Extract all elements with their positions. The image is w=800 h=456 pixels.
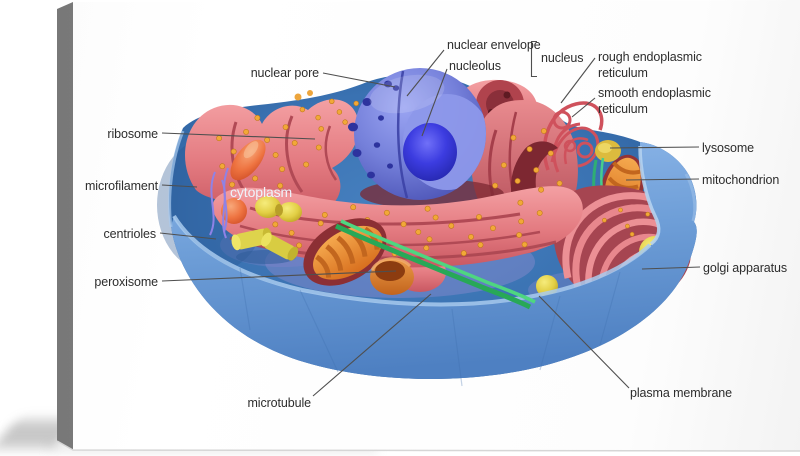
nucleus-shape — [348, 68, 486, 200]
lysosome-shape — [595, 140, 621, 162]
leader-mitochondrion — [625, 178, 700, 181]
label-microtubule: microtubule — [247, 396, 311, 410]
leader-microtubule — [312, 293, 432, 397]
leader-smooth-er — [571, 97, 596, 118]
label-golgi-apparatus: golgi apparatus — [703, 261, 787, 275]
nucleus-bracket — [530, 40, 537, 78]
label-nuclear-pore: nuclear pore — [250, 66, 319, 80]
label-smooth-er: smooth endoplasmic reticulum — [598, 86, 711, 116]
label-mitochondrion: mitochondrion — [702, 173, 780, 187]
mitochondrion-front-shape — [303, 218, 387, 286]
leader-plasma-membrane — [538, 295, 630, 389]
label-cytoplasm: cytoplasm — [230, 184, 293, 200]
canvas-bottom-edge — [56, 440, 800, 452]
membrane-rim-highlights — [168, 130, 697, 307]
rough-er-left-shape — [184, 90, 359, 216]
label-nucleus: nucleus — [541, 51, 584, 65]
label-nuclear-envelope: nuclear envelope — [447, 38, 541, 52]
label-nucleolus: nucleolus — [449, 59, 501, 73]
leader-peroxisome — [161, 270, 397, 282]
leader-lysosome — [609, 146, 700, 149]
label-plasma-membrane: plasma membrane — [630, 386, 733, 400]
label-microfilament: microfilament — [84, 179, 158, 193]
membrane-creases — [239, 267, 621, 387]
leader-nuclear-envelope — [406, 49, 445, 97]
label-lysosome: lysosome — [702, 141, 754, 155]
label-rough-er: rough endoplasmic reticulum — [598, 50, 702, 80]
peroxisome-bean — [230, 139, 266, 181]
microtubule-shape — [334, 219, 536, 310]
leader-ribosome — [161, 132, 316, 140]
centrioles-shape — [231, 227, 299, 261]
label-peroxisome: peroxisome — [94, 275, 158, 289]
microfilament-shape — [209, 167, 229, 239]
plasma-membrane-shape — [171, 142, 697, 379]
leader-nuclear-pore — [322, 72, 396, 88]
leader-centrioles — [159, 232, 217, 240]
leader-microfilament — [161, 184, 198, 188]
leader-lines — [159, 40, 701, 397]
label-centrioles: centrioles — [103, 227, 157, 241]
leader-nucleolus — [421, 68, 448, 137]
peroxisome-cup-shape — [370, 257, 414, 295]
label-ribosome: ribosome — [107, 127, 158, 141]
nucleolus-shape — [403, 123, 457, 181]
nuclear-pores — [348, 80, 400, 179]
lysosome-bilobe — [255, 196, 302, 222]
leader-rough-er — [560, 57, 596, 104]
leader-golgi — [641, 266, 701, 270]
